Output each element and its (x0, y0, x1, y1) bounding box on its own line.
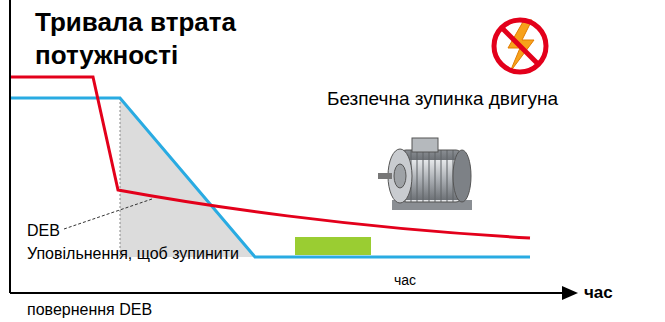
axis-label: час (584, 283, 613, 303)
caption-text: Безпечна зупинка двигуна (327, 88, 558, 110)
y-axis (9, 0, 11, 293)
leader-line (64, 199, 152, 229)
return-bar (295, 237, 371, 255)
deb-label: DEB (27, 222, 60, 240)
no-power-icon (494, 20, 546, 72)
motor-illustration (378, 138, 472, 210)
time-label: час (394, 272, 416, 288)
return-label: повернення DEB (27, 301, 152, 319)
x-axis (10, 292, 566, 294)
axis-arrowhead (562, 286, 578, 300)
dotted-edge (120, 98, 121, 257)
deceleration-label: Уповільнення, щоб зупинити (27, 245, 239, 263)
chart-title: Тривала втрата потужності (35, 6, 265, 71)
